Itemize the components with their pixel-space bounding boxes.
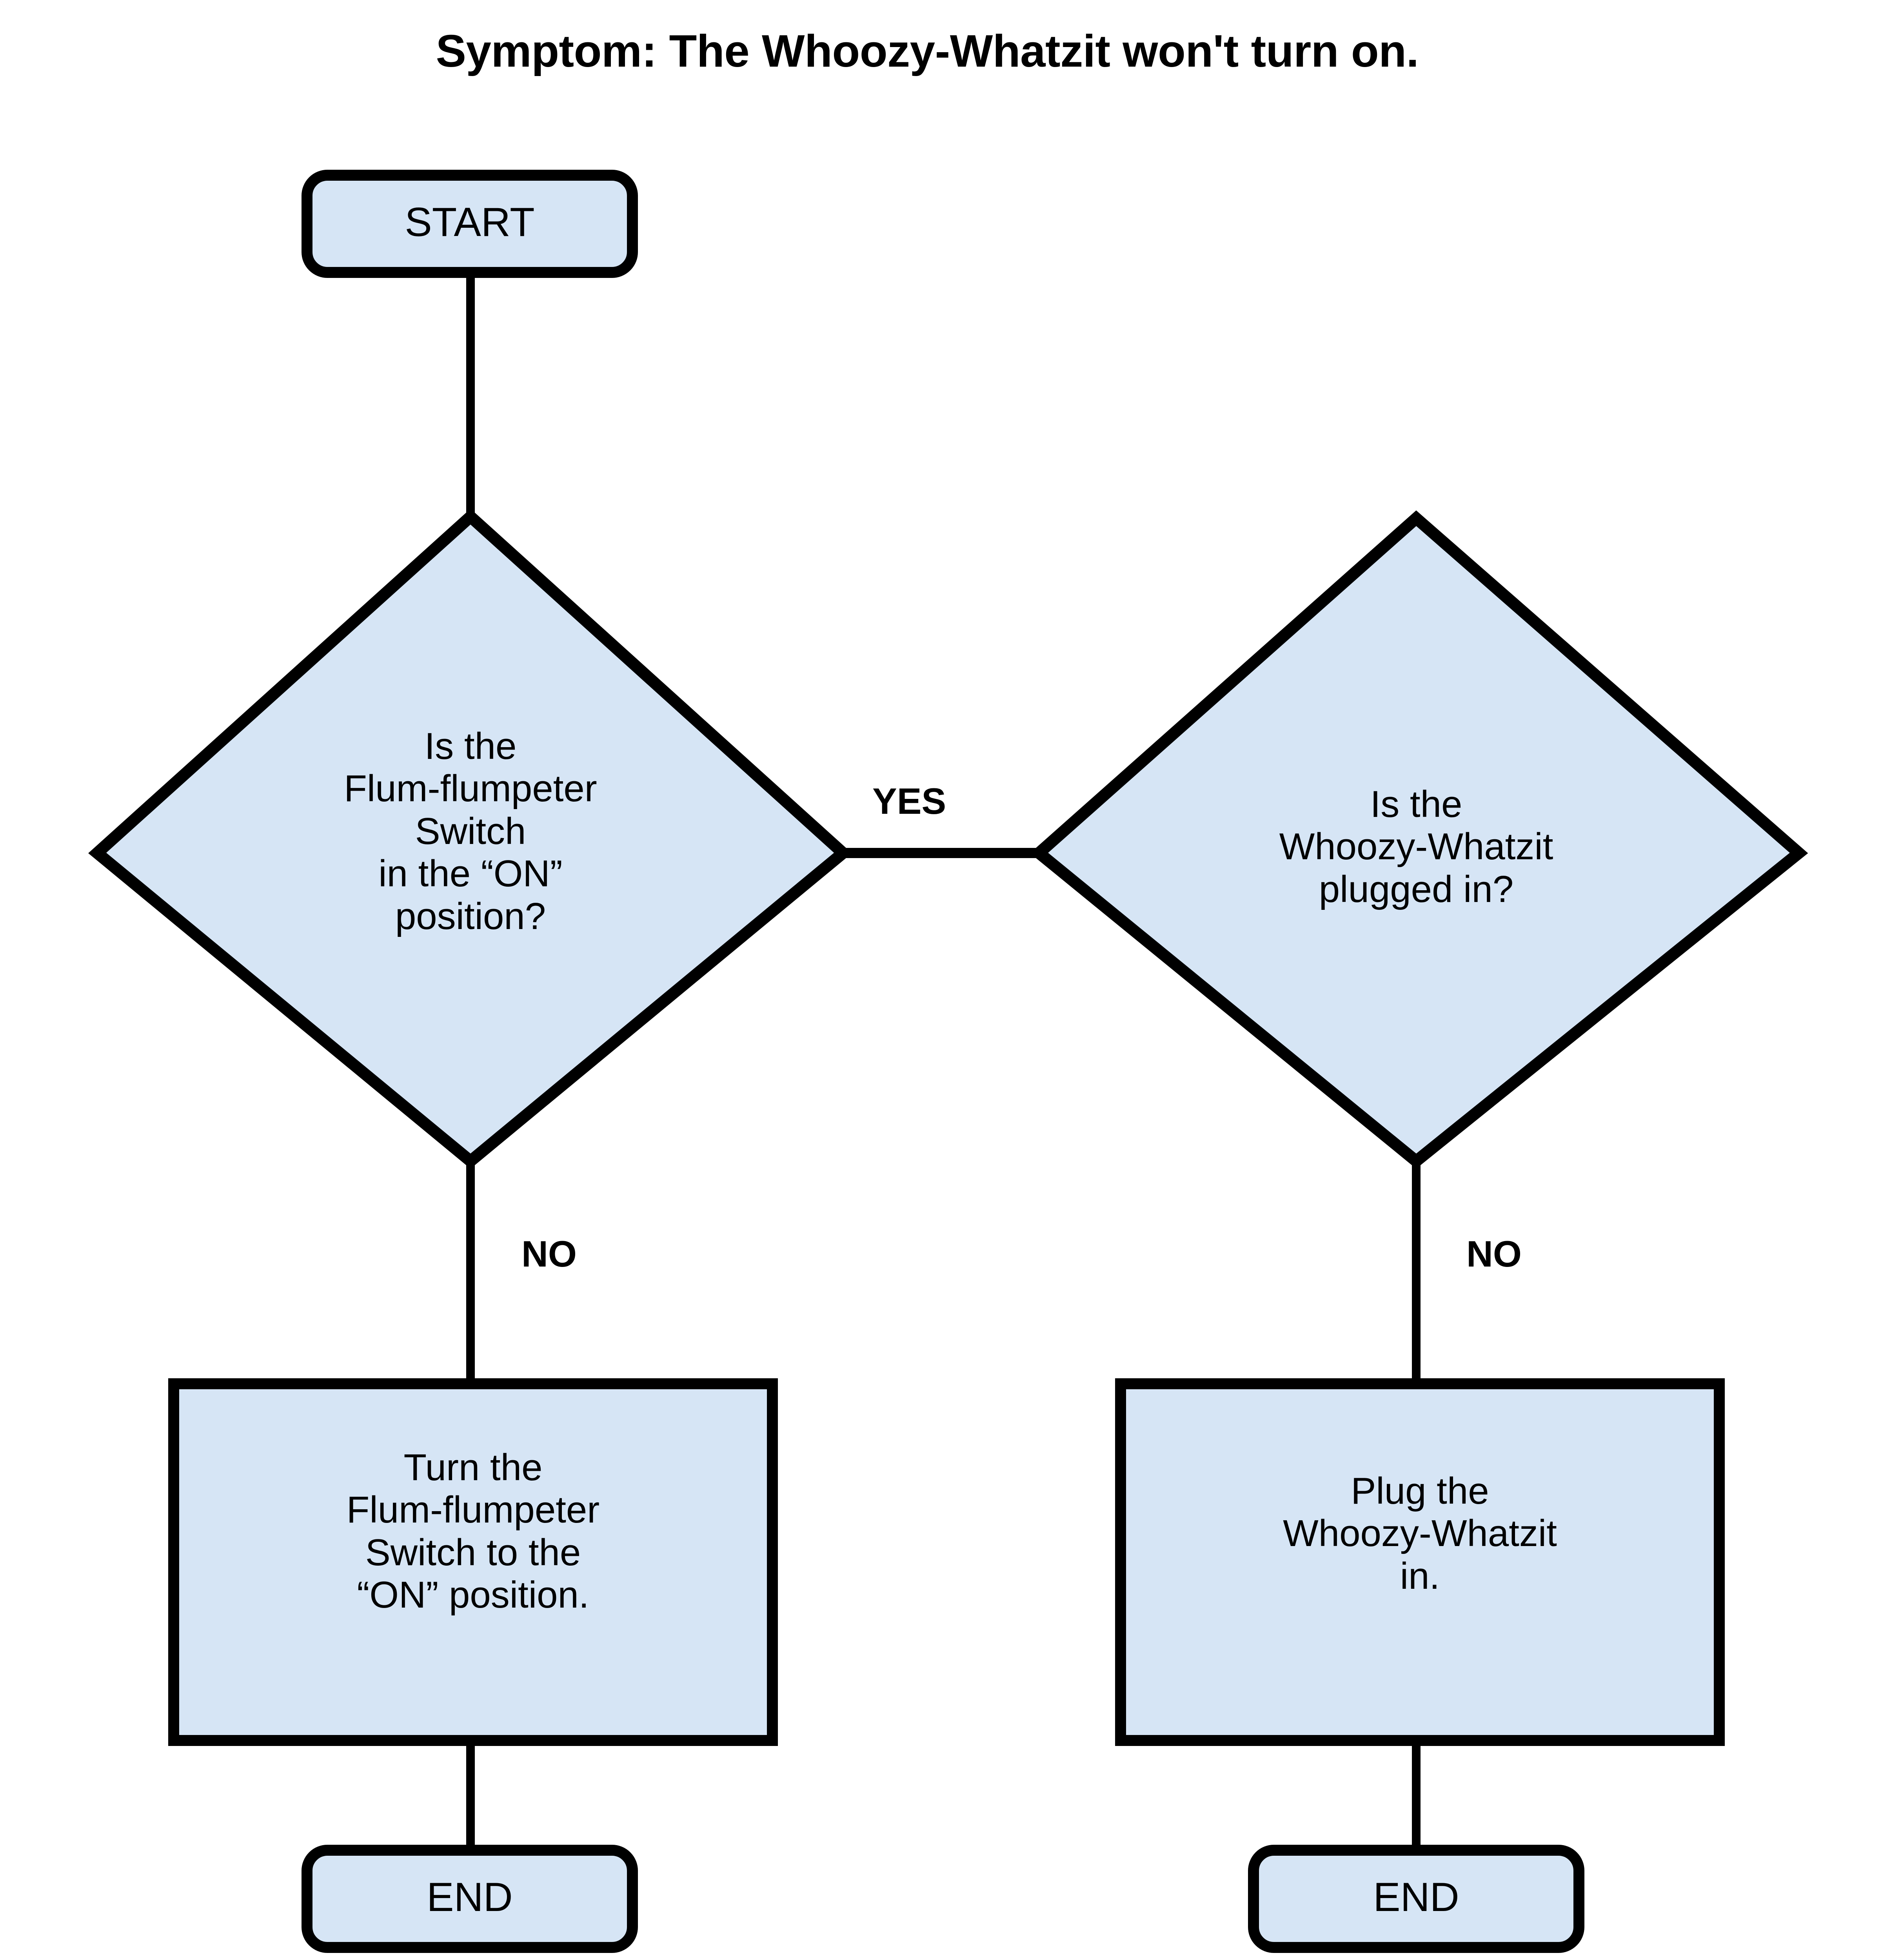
node-end-right-shape[interactable] <box>1248 1845 1584 1953</box>
end-right-node[interactable] <box>1253 1850 1579 1947</box>
decision-switch-node[interactable] <box>97 517 843 1161</box>
diagram-title: Symptom: The Whoozy-Whatzit won't turn o… <box>436 25 1419 76</box>
process-plug-node[interactable] <box>1121 1384 1719 1740</box>
node-end-left-shape[interactable] <box>302 1845 638 1953</box>
node-process-switch-shape[interactable] <box>168 1378 778 1746</box>
node-start-shape[interactable] <box>302 170 638 278</box>
start-node[interactable] <box>307 175 632 272</box>
edge-label-yes: YES <box>872 780 946 822</box>
edge-label-no-right: NO <box>1466 1233 1522 1274</box>
node-decision-switch-shape[interactable] <box>88 508 852 1169</box>
node-process-plug-shape[interactable] <box>1115 1378 1725 1746</box>
end-left-node[interactable] <box>307 1850 632 1947</box>
decision-plugged-node[interactable] <box>1039 518 1799 1161</box>
process-switch-node[interactable] <box>174 1384 772 1740</box>
edge-label-no-left: NO <box>521 1233 577 1274</box>
node-decision-plugged-shape[interactable] <box>1030 510 1808 1169</box>
connector-layer <box>466 270 1421 1850</box>
